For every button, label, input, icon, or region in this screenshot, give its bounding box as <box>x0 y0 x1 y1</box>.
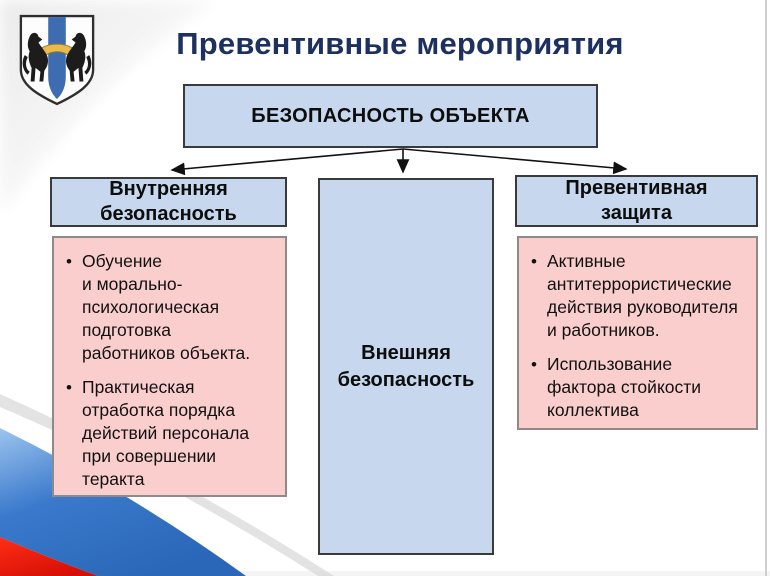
root-box-label: БЕЗОПАСНОСТЬ ОБЪЕКТА <box>251 104 530 127</box>
bullet-icon: • <box>66 378 72 397</box>
bullet-text: Практическая отработка порядка действий … <box>82 377 250 489</box>
bullet-text: Активные антитеррористические действия р… <box>547 251 738 340</box>
bullet-text: Использование фактора стойкости коллекти… <box>547 354 702 420</box>
right-bullets-panel: • Активные антитеррористические действия… <box>517 236 758 430</box>
center-box-label: Внешняя безопасность <box>337 341 475 391</box>
list-item: • Использование фактора стойкости коллек… <box>531 353 750 422</box>
list-item: • Практическая отработка порядка действи… <box>66 376 279 491</box>
right-header-box-preventive-protection: Превентивная защита <box>515 175 758 227</box>
bullet-text: Обучение и морально- психологическая под… <box>82 251 251 363</box>
page-title: Превентивные мероприятия <box>176 26 624 61</box>
bullet-icon: • <box>531 252 537 271</box>
root-box-security-of-object: БЕЗОПАСНОСТЬ ОБЪЕКТА <box>183 84 598 148</box>
list-item: • Обучение и морально- психологическая п… <box>66 250 279 365</box>
novosibirsk-coat-of-arms-icon <box>16 12 98 110</box>
left-header-label: Внутренняя безопасность <box>100 178 237 225</box>
list-item: • Активные антитеррористические действия… <box>531 250 750 342</box>
right-edge-divider <box>765 0 767 576</box>
bullet-icon: • <box>66 252 72 271</box>
bullet-icon: • <box>531 355 537 374</box>
right-header-label: Превентивная защита <box>565 177 708 224</box>
left-bullets-panel: • Обучение и морально- психологическая п… <box>52 236 287 497</box>
left-header-box-internal-security: Внутренняя безопасность <box>50 177 287 227</box>
center-box-external-security: Внешняя безопасность <box>318 178 494 555</box>
